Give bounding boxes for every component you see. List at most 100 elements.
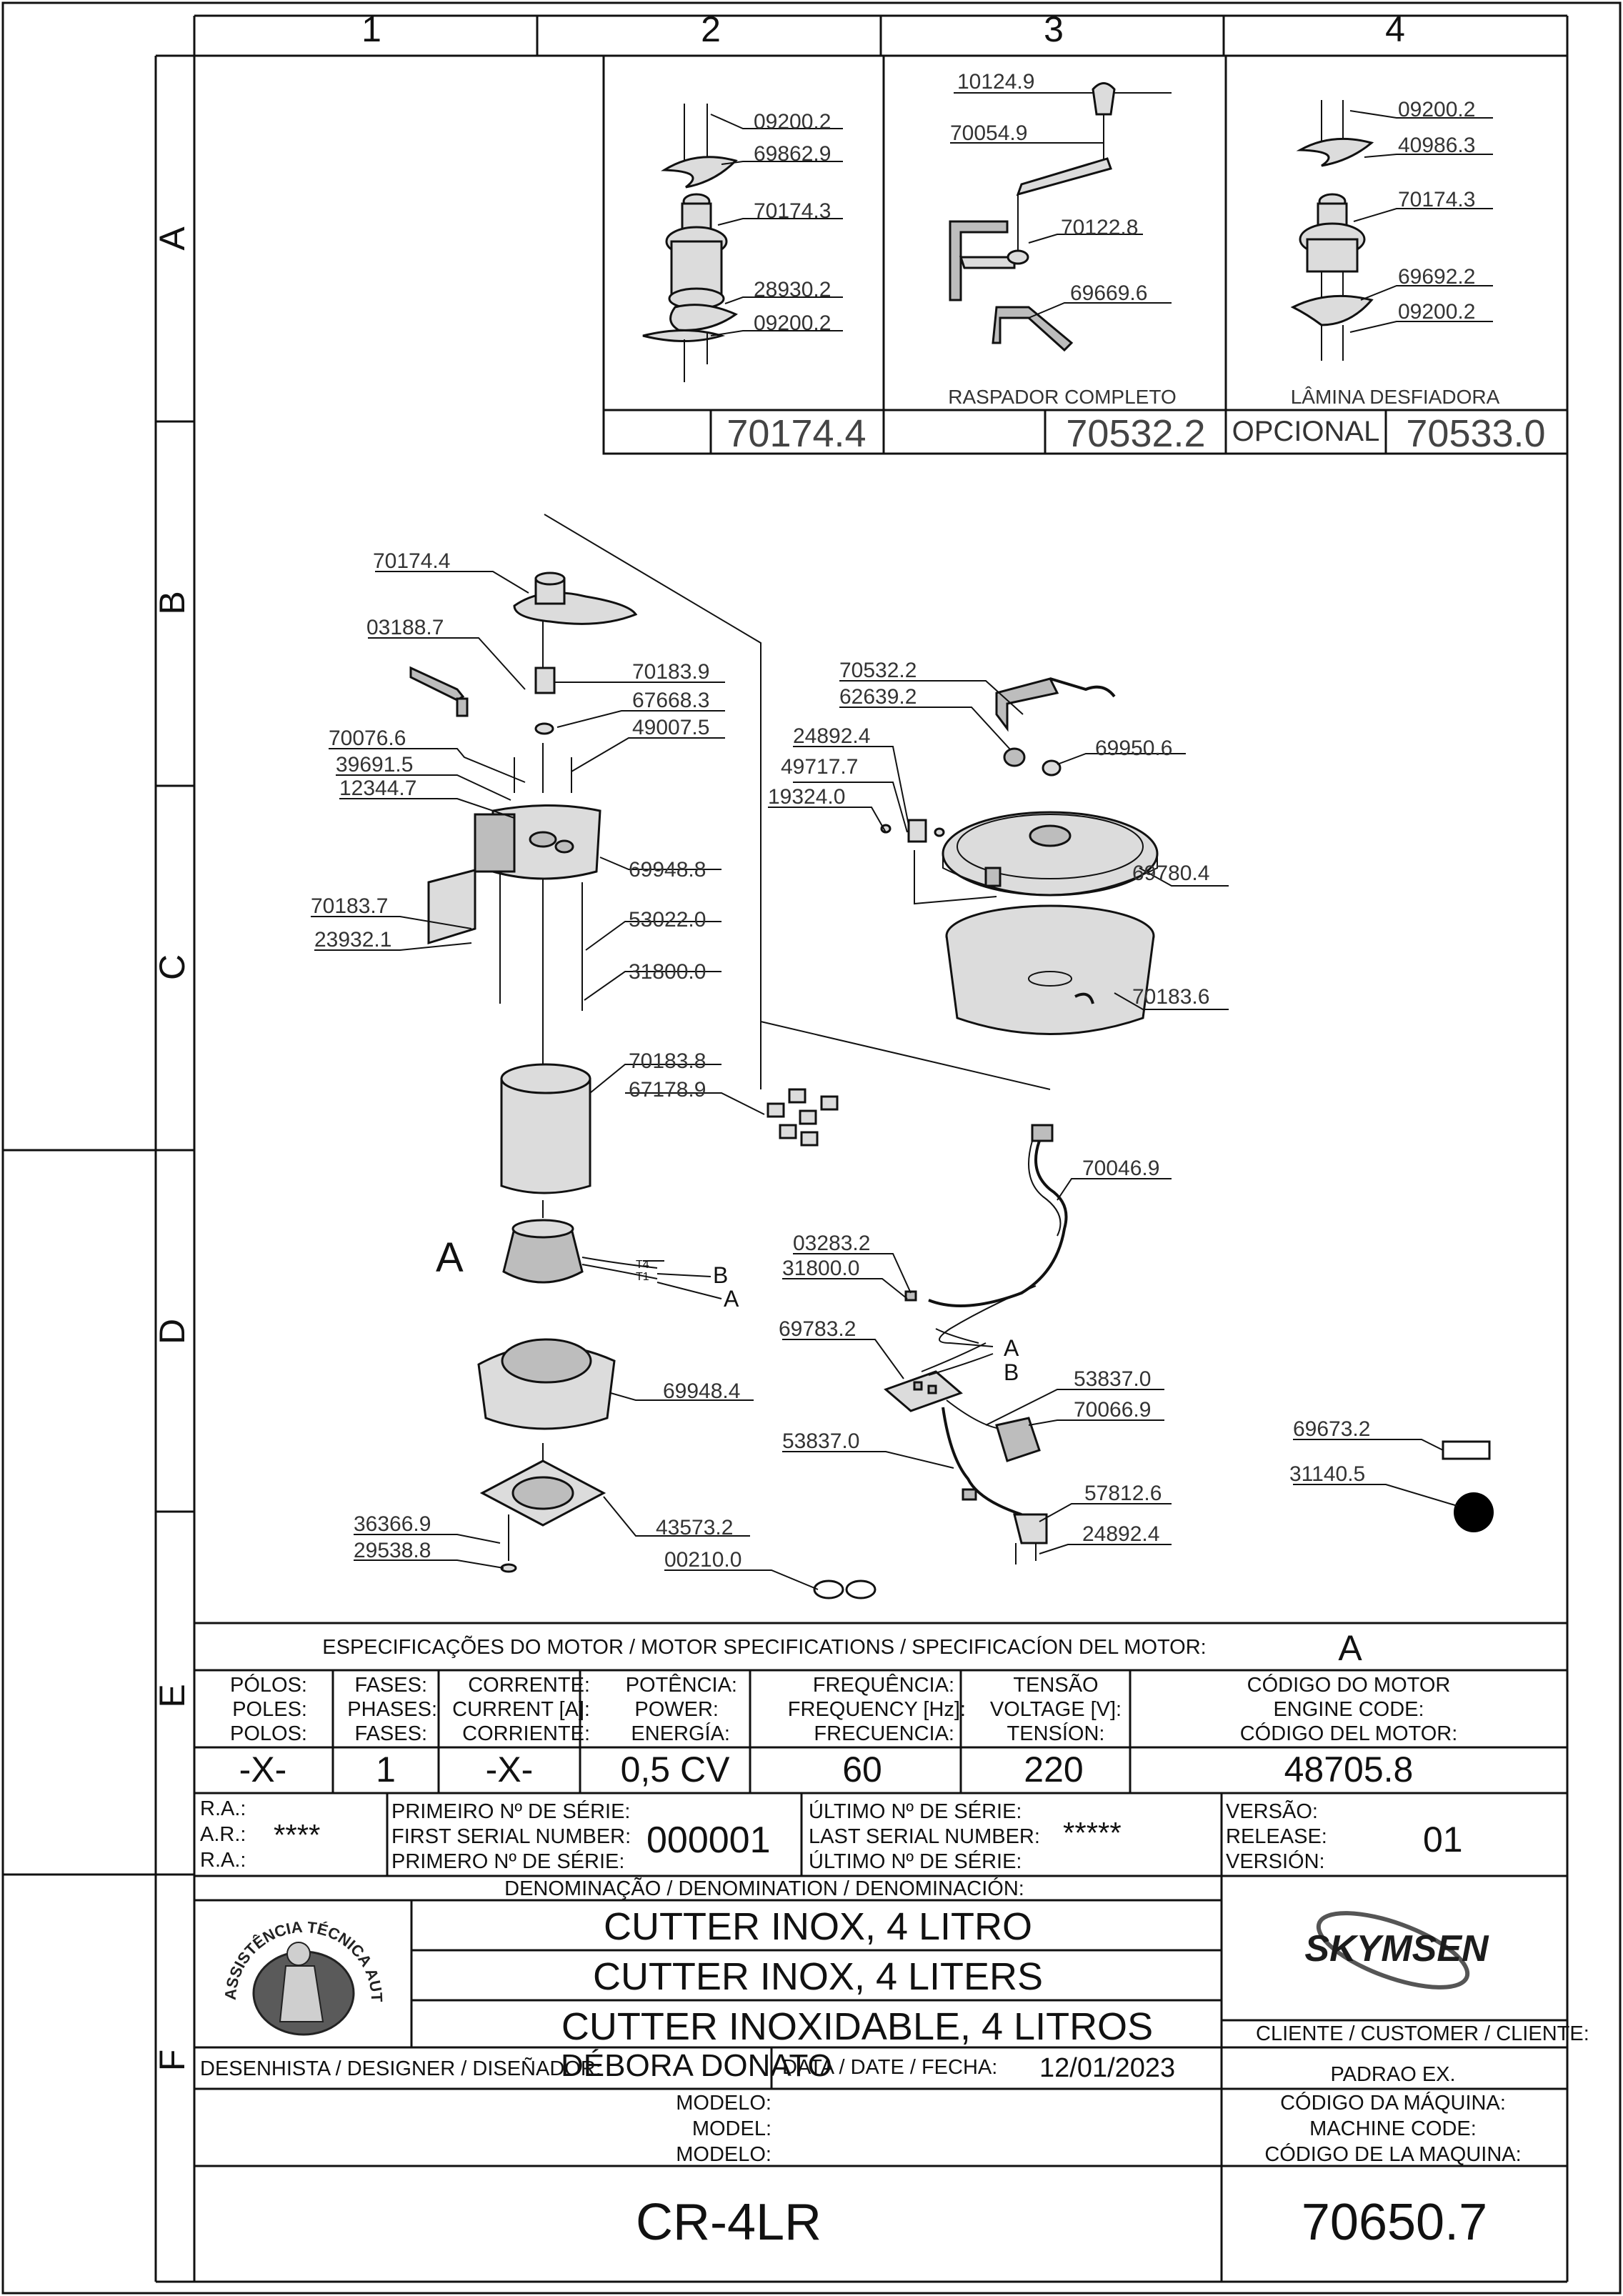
- part-label: 57812.6: [1084, 1482, 1162, 1505]
- last-serial-value: *****: [1063, 1816, 1122, 1850]
- spec-label: FREQUÊNCIA:: [812, 1674, 954, 1697]
- motor-letter-label: A: [436, 1234, 464, 1281]
- part-label: 09200.2: [754, 311, 831, 335]
- part-label: 40986.3: [1398, 134, 1475, 157]
- column-label: 1: [361, 9, 381, 49]
- motor-wire-a-label: A: [724, 1286, 739, 1312]
- spec-value-current: -X-: [485, 1750, 534, 1790]
- part-label: 09200.2: [754, 110, 831, 134]
- part-label: 09200.2: [1398, 98, 1475, 121]
- part-label: 03283.2: [793, 1232, 870, 1255]
- first-serial-label: PRIMERO Nº DE SÉRIE:: [391, 1850, 625, 1873]
- part-label: 62639.2: [839, 685, 917, 709]
- part-label: 12344.7: [339, 777, 416, 800]
- kit-leaders: [710, 92, 1493, 336]
- part-label: 49717.7: [781, 755, 858, 779]
- part-label: 10124.9: [957, 70, 1034, 94]
- part-label: 28930.2: [754, 278, 831, 301]
- part-label: 70183.9: [632, 660, 709, 684]
- part-label: 29538.8: [354, 1539, 431, 1562]
- customer-label: CLIENTE / CUSTOMER / CLIENTE:: [1256, 2022, 1589, 2045]
- version-value: 01: [1423, 1820, 1463, 1860]
- spec-label: TENSÍON:: [1007, 1722, 1105, 1745]
- part-label: 53837.0: [782, 1429, 859, 1453]
- kit-code-70532-2: 70532.2: [1066, 412, 1205, 455]
- part-label: 69692.2: [1398, 265, 1475, 289]
- last-serial-label: ÚLTIMO Nº DE SÉRIE:: [809, 1850, 1022, 1873]
- part-label: 19324.0: [768, 785, 845, 809]
- kit-code-70174-4: 70174.4: [726, 412, 866, 455]
- column-label: 4: [1385, 9, 1405, 49]
- board-wire-a-label: A: [1004, 1335, 1019, 1361]
- customer-value: PADRAO EX.: [1330, 2063, 1456, 2086]
- part-label: 70054.9: [950, 121, 1027, 145]
- spec-value-poles: -X-: [239, 1750, 287, 1790]
- spec-value-engine-code: 48705.8: [1284, 1750, 1414, 1790]
- part-label: 31800.0: [629, 960, 706, 984]
- machine-code-label: CÓDIGO DA MÁQUINA:: [1280, 2092, 1506, 2115]
- spec-label: VOLTAGE [V]:: [989, 1698, 1122, 1721]
- spec-label: CORRENTE:: [468, 1674, 590, 1697]
- part-label: 67178.9: [629, 1078, 706, 1102]
- spec-label: FASES:: [354, 1674, 427, 1697]
- spec-label: CURRENT [A]:: [452, 1698, 590, 1721]
- ra-label: A.R.:: [200, 1823, 246, 1846]
- spec-label: POLOS:: [230, 1722, 307, 1745]
- motor-wire-b-label: B: [713, 1262, 728, 1288]
- first-serial-label: FIRST SERIAL NUMBER:: [391, 1825, 631, 1848]
- model-label: MODELO:: [676, 2092, 771, 2115]
- first-serial-value: 000001: [646, 1820, 771, 1861]
- optional-label: OPCIONAL: [1232, 416, 1380, 447]
- title-block-grid: [194, 1622, 1567, 2282]
- part-label: 70174.3: [1398, 188, 1475, 211]
- first-serial-label: PRIMEIRO Nº DE SÉRIE:: [391, 1800, 631, 1823]
- part-label: 24892.4: [793, 724, 870, 748]
- spec-label: CÓDIGO DEL MOTOR:: [1239, 1722, 1458, 1745]
- machine-code-label: CÓDIGO DE LA MAQUINA:: [1264, 2143, 1522, 2166]
- part-label: 70174.4: [373, 549, 450, 573]
- part-label: 00210.0: [664, 1548, 741, 1572]
- spec-label: POLES:: [232, 1698, 307, 1721]
- part-label: 70046.9: [1082, 1157, 1159, 1180]
- scraper-kit-drawing: [949, 82, 1116, 352]
- part-label: 53022.0: [629, 908, 706, 932]
- part-label: 31800.0: [782, 1257, 859, 1280]
- designer-value: DÉBORA DONATO: [561, 2048, 832, 2083]
- machine-code-label: MACHINE CODE:: [1309, 2117, 1477, 2140]
- motor-spec-letter: A: [1338, 1628, 1362, 1668]
- row-label: D: [152, 1319, 192, 1344]
- part-label: 69862.9: [754, 142, 831, 166]
- part-label: 69948.4: [663, 1379, 740, 1403]
- denomination-line-en: CUTTER INOX, 4 LITERS: [592, 1955, 1044, 1998]
- spec-label: ENGINE CODE:: [1273, 1698, 1424, 1721]
- part-label: 53837.0: [1074, 1367, 1151, 1391]
- column-label: 2: [701, 9, 721, 49]
- spec-label: FASES:: [354, 1722, 427, 1745]
- spec-label: TENSÃO: [1013, 1674, 1099, 1697]
- ra-value: ****: [274, 1818, 321, 1852]
- last-serial-label: ÚLTIMO Nº DE SÉRIE:: [809, 1800, 1022, 1823]
- spec-label: PÓLOS:: [230, 1674, 307, 1697]
- date-label: DATA / DATE / FECHA:: [782, 2056, 998, 2079]
- main-assembly-drawing: [409, 571, 877, 1599]
- row-label: B: [152, 591, 192, 614]
- spec-label: PHASES:: [347, 1698, 437, 1721]
- machine-code-value: 70650.7: [1301, 2194, 1488, 2251]
- designer-label: DESENHISTA / DESIGNER / DISEÑADOR:: [200, 2057, 601, 2080]
- model-label: MODELO:: [676, 2143, 771, 2166]
- shredder-kit-drawing: [1290, 100, 1374, 361]
- terminal-t4-label: T4: [636, 1259, 649, 1271]
- part-label: 69950.6: [1095, 737, 1172, 760]
- part-label: 03188.7: [366, 616, 444, 639]
- motor-spec-header: ESPECIFICAÇÕES DO MOTOR / MOTOR SPECIFIC…: [322, 1636, 1207, 1659]
- spec-value-frequency: 60: [842, 1750, 882, 1790]
- kit-caption-lamina: LÂMINA DESFIADORA: [1291, 386, 1500, 408]
- part-label: 43573.2: [656, 1516, 733, 1539]
- last-serial-label: LAST SERIAL NUMBER:: [809, 1825, 1040, 1848]
- part-label: 69669.6: [1070, 281, 1147, 305]
- denomination-line-es: CUTTER INOXIDABLE, 4 LITROS: [561, 2005, 1154, 2048]
- spec-label: FRECUENCIA:: [814, 1722, 954, 1745]
- part-label: 36366.9: [354, 1512, 431, 1536]
- part-label: 23932.1: [314, 928, 391, 952]
